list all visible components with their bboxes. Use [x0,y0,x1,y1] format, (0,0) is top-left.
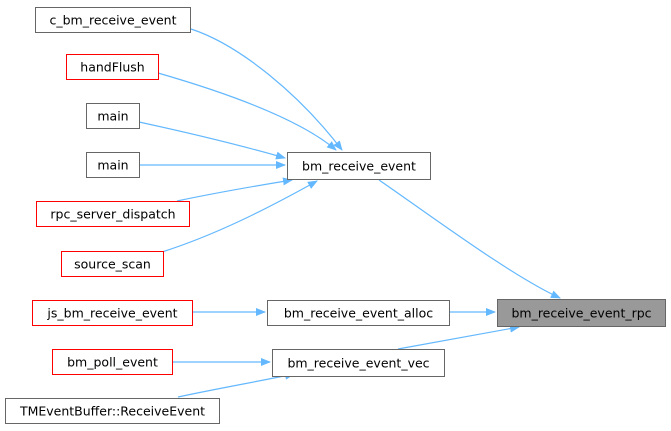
nodes-layer: c_bm_receive_event handFlush main main rpc_s… [5,7,666,424]
node-handFlush[interactable]: handFlush [66,54,159,80]
node-box[interactable] [66,54,159,80]
edge-rpc_server_dispatch-to-bm_receive_event [176,177,293,202]
node-source_scan[interactable]: source_scan [61,251,164,277]
edge-handFlush-to-bm_receive_event [157,72,337,151]
node-js_bm_receive_event[interactable]: js_bm_receive_event [32,300,193,326]
edge-main1-to-bm_receive_event [138,121,286,160]
node-label: bm_receive_event_vec [287,356,429,371]
node-box[interactable] [86,152,140,178]
edge-source_scan-to-bm_receive_event [161,180,318,253]
edge-line [190,28,343,151]
edge-bm_receive_event_vec-to-bm_receive_event_rpc [397,324,520,350]
node-box[interactable] [497,299,666,327]
node-label: bm_receive_event_alloc [284,306,433,321]
node-box[interactable] [52,349,173,375]
node-label: js_bm_receive_event [46,306,177,321]
node-main2[interactable]: main [86,152,140,178]
node-bm_receive_event[interactable]: bm_receive_event [287,152,431,180]
node-box[interactable] [32,300,193,326]
node-TMEventBuffer_ReceiveEvent[interactable]: TMEventBuffer::ReceiveEvent [5,398,220,424]
edge-line [161,180,318,253]
node-box[interactable] [35,7,191,33]
edge-bm_receive_event-to-bm_receive_event_rpc [378,179,561,299]
node-c_bm_receive_event[interactable]: c_bm_receive_event [35,7,191,33]
node-box[interactable] [36,201,190,227]
node-label: main [97,109,128,124]
node-label: bm_receive_event [302,159,416,174]
edge-TMEventBuffer_ReceiveEvent-to-bm_receive_event_vec [177,371,295,398]
node-label: TMEventBuffer::ReceiveEvent [19,404,205,419]
edge-line [138,121,286,160]
node-box[interactable] [267,300,450,326]
edge-line [176,177,293,202]
node-label: bm_poll_event [67,355,158,370]
edges-layer [138,28,561,398]
node-bm_poll_event[interactable]: bm_poll_event [52,349,173,375]
edge-line [397,324,520,350]
node-label: source_scan [74,257,151,272]
node-bm_receive_event_rpc[interactable]: bm_receive_event_rpc [497,299,666,327]
node-bm_receive_event_alloc[interactable]: bm_receive_event_alloc [267,300,450,326]
node-label: main [97,158,128,173]
node-bm_receive_event_vec[interactable]: bm_receive_event_vec [272,349,445,377]
node-label: bm_receive_event_rpc [511,306,651,321]
edge-c_bm_receive_event-to-bm_receive_event [190,28,343,151]
node-box[interactable] [5,398,220,424]
node-box[interactable] [287,152,431,180]
edge-line [378,179,561,299]
edge-line [157,72,337,151]
node-box[interactable] [272,349,445,377]
node-rpc_server_dispatch[interactable]: rpc_server_dispatch [36,201,190,227]
node-label: c_bm_receive_event [49,13,176,28]
node-main1[interactable]: main [86,103,140,129]
node-box[interactable] [61,251,164,277]
edge-line [177,371,295,398]
node-label: handFlush [80,60,144,75]
node-box[interactable] [86,103,140,129]
node-label: rpc_server_dispatch [50,207,175,222]
